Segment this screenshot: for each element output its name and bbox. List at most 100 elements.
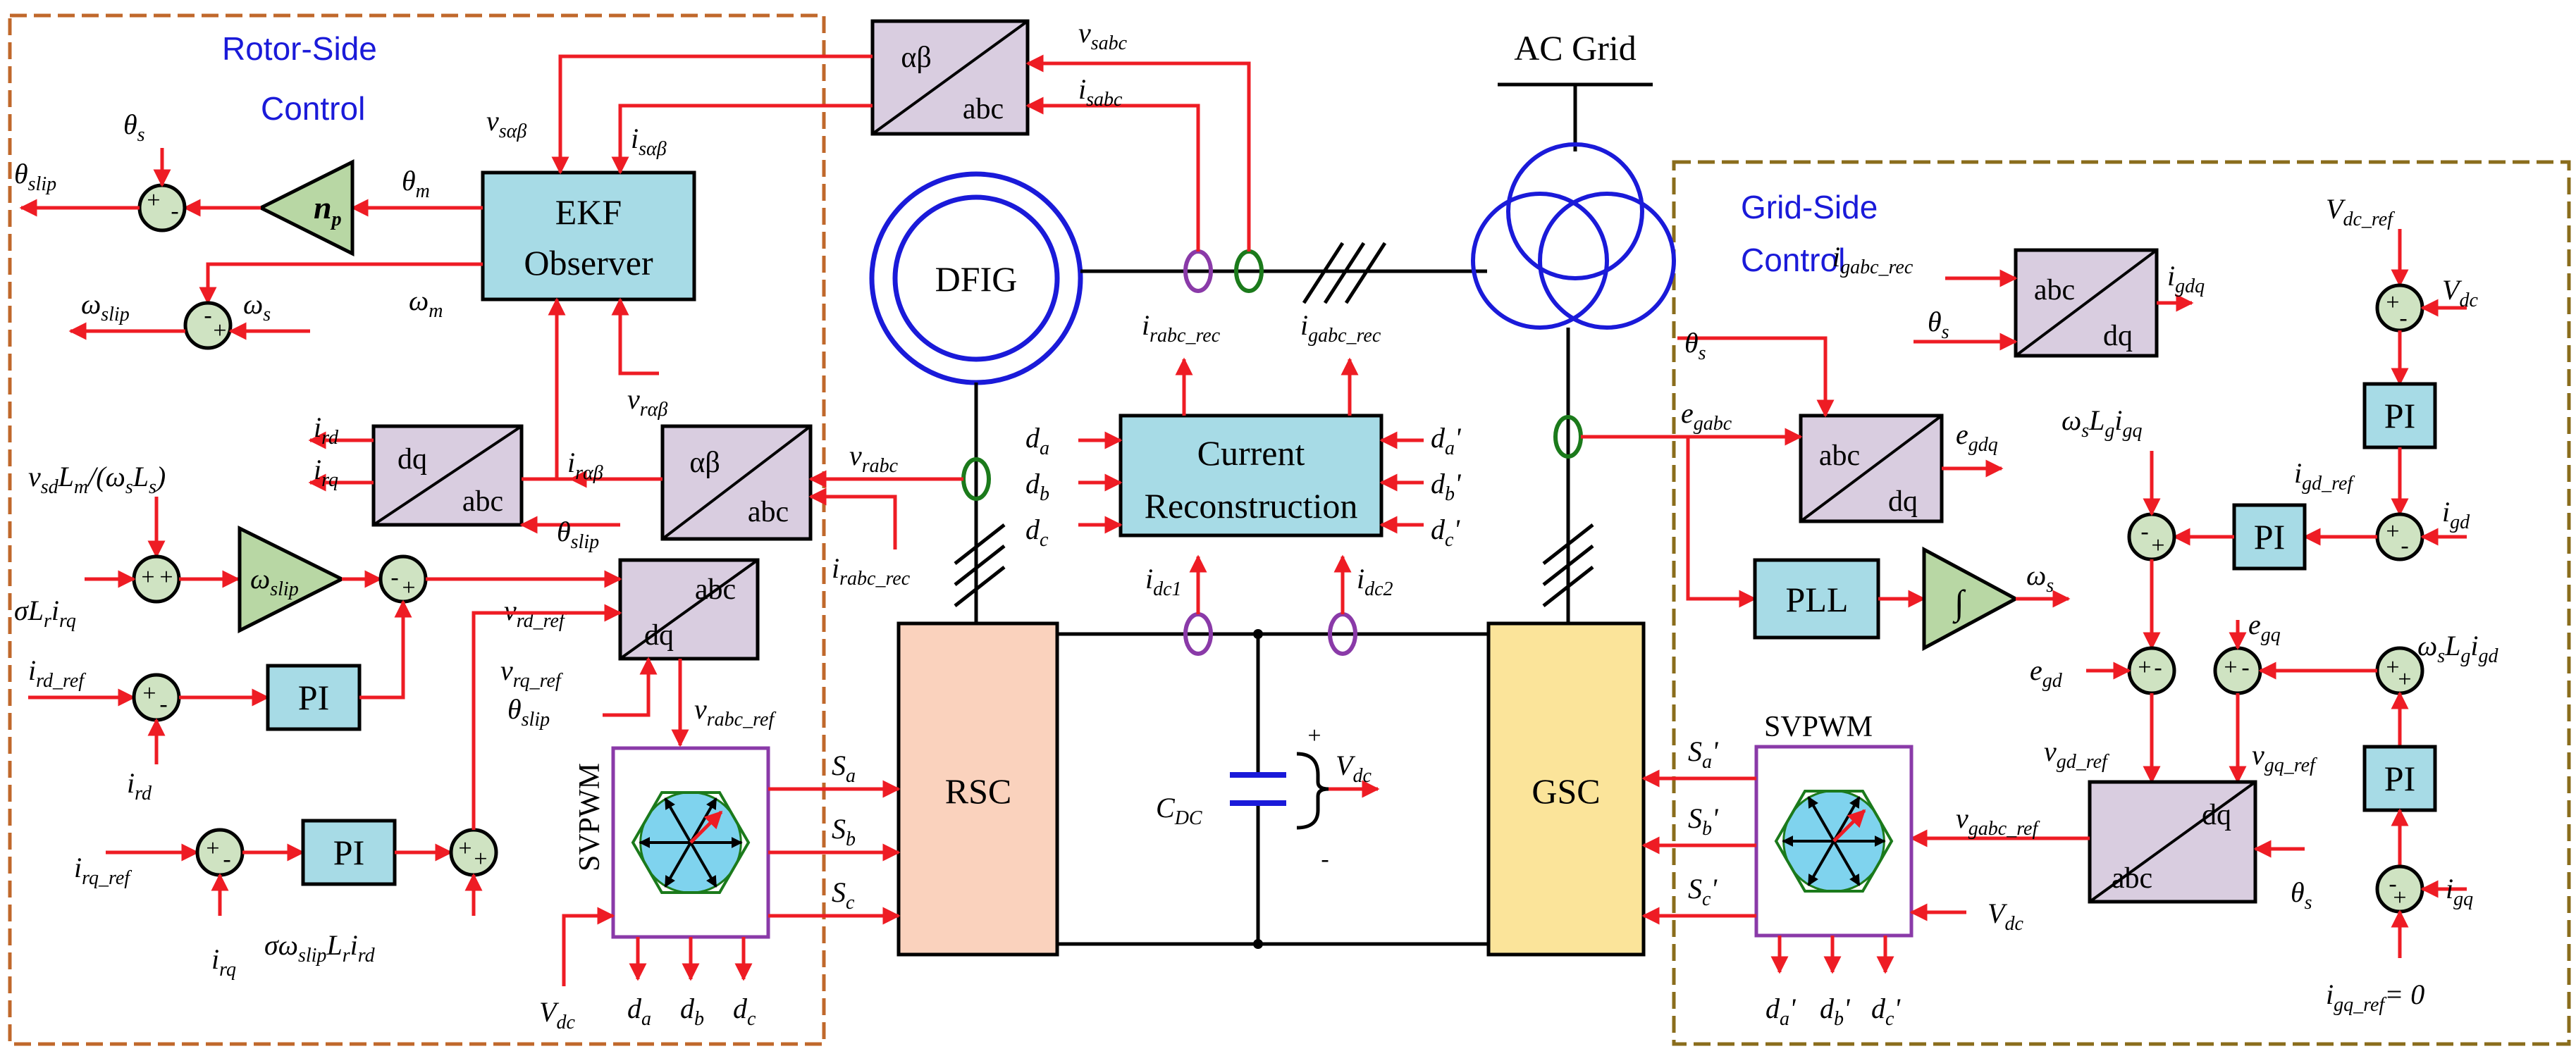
svg-text:+: + bbox=[1307, 723, 1321, 749]
omega-slip-gain bbox=[238, 525, 346, 634]
svg-text:Vdc: Vdc bbox=[1988, 897, 2023, 935]
svg-text:vrabc: vrabc bbox=[849, 440, 899, 477]
svg-text:ird_ref: ird_ref bbox=[28, 654, 86, 692]
dfig-machine: DFIG bbox=[869, 171, 1083, 385]
svg-text:ωs: ωs bbox=[243, 288, 271, 325]
svg-text:dq: dq bbox=[644, 619, 674, 652]
svg-text:-: - bbox=[2140, 518, 2148, 545]
svg-text:db: db bbox=[680, 993, 704, 1030]
pi-igq bbox=[2362, 745, 2437, 812]
svg-text:-: - bbox=[2401, 533, 2408, 559]
svg-text:Reconstruction: Reconstruction bbox=[1145, 486, 1358, 526]
svg-text:Current: Current bbox=[1197, 433, 1305, 473]
svg-text:da': da' bbox=[1765, 993, 1797, 1030]
svg-text:Sc: Sc bbox=[832, 876, 855, 914]
gsc-label: GSC bbox=[1532, 771, 1600, 811]
svg-text:+: + bbox=[213, 318, 226, 344]
svg-text:abc: abc bbox=[1819, 440, 1860, 472]
svg-text:ωm: ωm bbox=[409, 285, 443, 322]
svg-text:egabc: egabc bbox=[1681, 397, 1732, 435]
sum-egd bbox=[2127, 646, 2176, 695]
pi-igd bbox=[2232, 503, 2307, 571]
pi-irq bbox=[301, 819, 397, 886]
pi-ird bbox=[266, 664, 362, 731]
svpwm-vector bbox=[1807, 840, 1835, 886]
svpwm-grid bbox=[1754, 745, 1913, 938]
svg-text:Sc': Sc' bbox=[1688, 873, 1718, 910]
grid-side-title: Grid-Side bbox=[1741, 189, 1878, 225]
sum-igd bbox=[2375, 512, 2424, 561]
svg-text:αβ: αβ bbox=[689, 447, 720, 479]
svg-text:egd: egd bbox=[2030, 654, 2063, 692]
svg-text:vrabc_ref: vrabc_ref bbox=[694, 693, 776, 731]
sum-ird bbox=[132, 673, 181, 722]
svg-text:EKF: EKF bbox=[555, 192, 622, 232]
svg-text:db: db bbox=[1025, 468, 1049, 505]
svg-text:igq: igq bbox=[2446, 873, 2473, 910]
svg-text:ird: ird bbox=[127, 767, 152, 805]
transform-dq-abc-vr: abc dq bbox=[618, 558, 760, 661]
svpwm-reference-vector bbox=[689, 810, 723, 844]
svg-text:-: - bbox=[171, 198, 178, 224]
svg-text:PI: PI bbox=[333, 833, 364, 872]
svg-text:-: - bbox=[1321, 846, 1329, 872]
svg-text:PI: PI bbox=[2384, 759, 2415, 798]
svg-text:+: + bbox=[2386, 518, 2399, 545]
svg-text:Vdc: Vdc bbox=[539, 996, 575, 1033]
svg-text:Sa': Sa' bbox=[1688, 735, 1719, 773]
vdc-brace bbox=[1296, 752, 1329, 830]
svg-text:PI: PI bbox=[2384, 396, 2415, 435]
grid-transformer: AC Grid bbox=[1471, 28, 1676, 330]
transform-abc-dq-igrid: abc dq bbox=[2014, 248, 2159, 358]
svg-text:Vdc_ref: Vdc_ref bbox=[2326, 193, 2395, 230]
vdc-label: Vdc bbox=[1336, 750, 1372, 787]
transform-abc-dq-egrid: abc dq bbox=[1799, 414, 1944, 523]
grid-side-title-2: Control bbox=[1741, 242, 1845, 278]
svg-text:vrαβ: vrαβ bbox=[627, 383, 667, 421]
svg-text:PI: PI bbox=[2254, 517, 2285, 557]
svg-text:σLrirq: σLrirq bbox=[14, 595, 76, 632]
integrator bbox=[1922, 546, 2020, 652]
pole-pair-gain bbox=[257, 159, 355, 257]
svg-text:dc: dc bbox=[733, 993, 756, 1030]
rsc-converter bbox=[896, 621, 1059, 957]
svg-text:da: da bbox=[1025, 422, 1049, 459]
svg-text:+: + bbox=[141, 564, 154, 590]
svg-text:Sa: Sa bbox=[832, 750, 856, 787]
three-phase-mark-rotor bbox=[954, 523, 1006, 607]
svg-text:θslip: θslip bbox=[14, 158, 56, 195]
svg-text:igq_ref= 0: igq_ref= 0 bbox=[2326, 979, 2424, 1016]
svg-text:θs: θs bbox=[1684, 327, 1706, 364]
gsc-converter bbox=[1486, 621, 1646, 957]
rotor-side-region bbox=[8, 13, 826, 1046]
svg-text:∫: ∫ bbox=[1952, 583, 1966, 624]
svg-text:isabc: isabc bbox=[1078, 73, 1123, 111]
svg-text:+: + bbox=[458, 836, 472, 862]
rotor-side-title: Rotor-Side bbox=[222, 30, 377, 67]
svg-text:irabc_rec: irabc_rec bbox=[1142, 309, 1221, 347]
svg-text:abc: abc bbox=[2034, 274, 2075, 306]
svg-text:vsabc: vsabc bbox=[1078, 17, 1128, 54]
svg-text:-: - bbox=[390, 564, 398, 590]
svpwm-hexagon bbox=[1774, 789, 1894, 893]
svg-text:db': db' bbox=[1431, 468, 1462, 505]
svg-text:dq: dq bbox=[2202, 799, 2231, 831]
svg-text:θs: θs bbox=[2291, 876, 2312, 914]
svg-text:-: - bbox=[2241, 654, 2249, 681]
svg-text:-: - bbox=[159, 691, 167, 717]
ac-grid-label: AC Grid bbox=[1514, 28, 1637, 68]
dfig-label: DFIG bbox=[935, 259, 1018, 299]
svg-text:isαβ: isαβ bbox=[631, 123, 667, 160]
svg-text:ωsLgigq: ωsLgigq bbox=[2062, 404, 2143, 442]
svg-text:irq_ref: irq_ref bbox=[74, 852, 132, 889]
svpwm-vector bbox=[1832, 796, 1861, 843]
svg-text:θs: θs bbox=[123, 108, 145, 146]
svg-text:db': db' bbox=[1820, 993, 1851, 1030]
svg-text:+: + bbox=[474, 846, 487, 872]
svg-text:da: da bbox=[627, 993, 651, 1030]
svg-text:igd_ref: igd_ref bbox=[2294, 457, 2355, 495]
svpwm-vector bbox=[1807, 796, 1835, 843]
svpwm-vector bbox=[689, 842, 717, 888]
svg-text:igabc_rec: igabc_rec bbox=[1300, 309, 1381, 347]
